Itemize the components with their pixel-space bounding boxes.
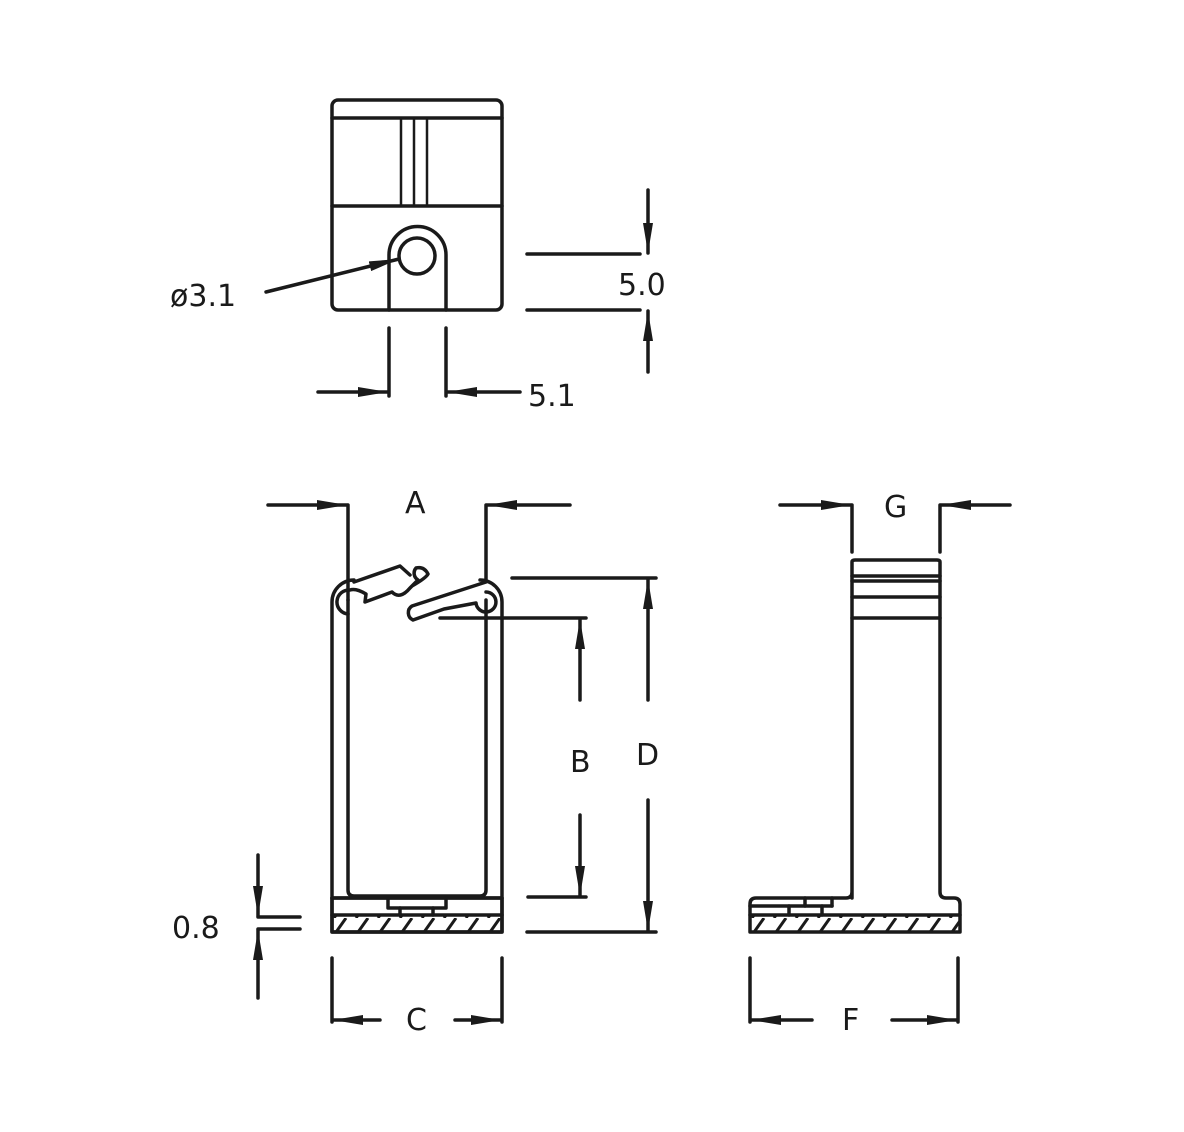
label-D: D	[636, 738, 659, 773]
label-C: C	[406, 1003, 427, 1038]
dimension-thickness: 0.8	[172, 853, 302, 1000]
label-A: A	[405, 486, 426, 521]
dimension-F: F	[748, 956, 960, 1038]
dimension-diameter: ø3.1	[170, 257, 401, 314]
top-view	[330, 98, 504, 312]
dimension-5-0: 5.0	[525, 188, 666, 374]
label-diameter: ø3.1	[170, 279, 236, 314]
dimension-G: G	[778, 490, 1012, 554]
label-F: F	[842, 1003, 859, 1038]
dimension-B: B	[438, 616, 591, 899]
side-view	[748, 558, 962, 934]
label-0-8: 0.8	[172, 911, 220, 946]
label-G: G	[884, 490, 907, 525]
dimension-5-1: 5.1	[316, 326, 576, 414]
label-B: B	[570, 745, 591, 780]
dimension-D: D	[510, 576, 659, 934]
dimension-C: C	[330, 956, 504, 1038]
mounting-hole	[397, 236, 437, 276]
label-5-1: 5.1	[528, 379, 576, 414]
front-view	[330, 564, 504, 934]
label-5-0: 5.0	[618, 268, 666, 303]
dimension-A: A	[266, 486, 572, 602]
